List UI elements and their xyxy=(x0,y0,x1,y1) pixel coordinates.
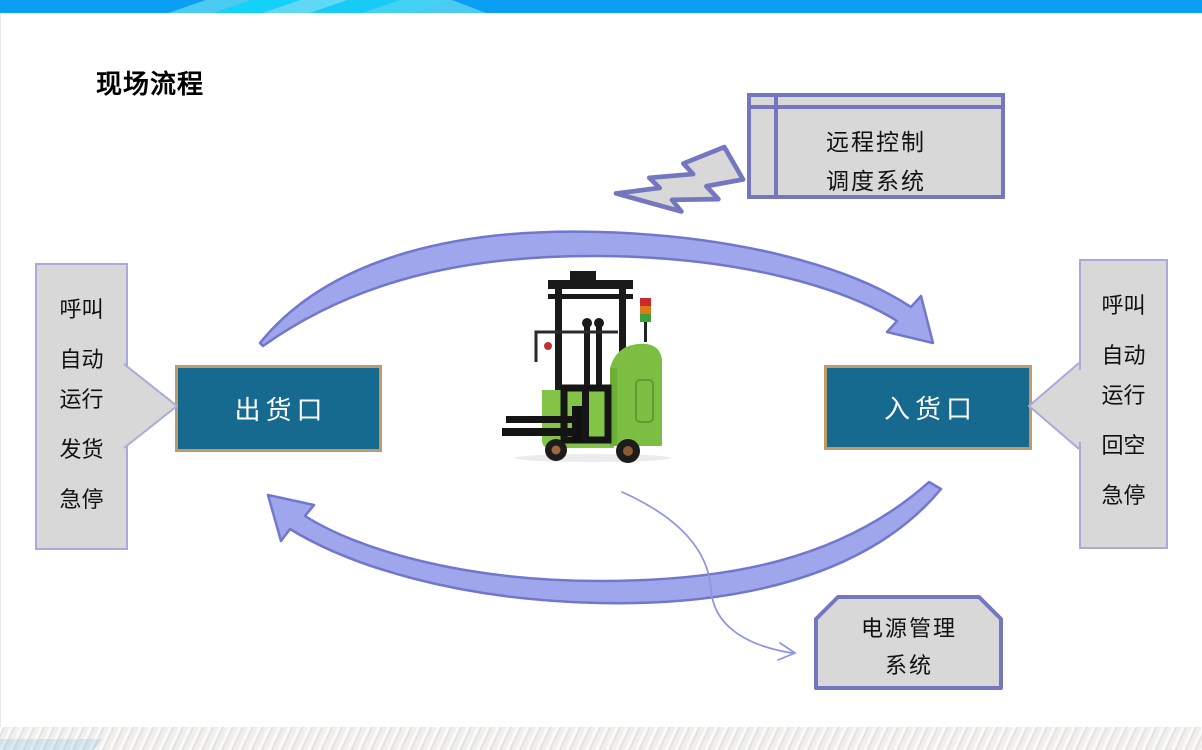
header-accent-bar xyxy=(0,0,1202,13)
right-callout-arrowhead xyxy=(1028,362,1081,450)
outbound-port-label: 出货口 xyxy=(234,396,328,425)
footer-accent-sliver xyxy=(0,739,103,750)
remote-system-box: 远程控制 调度系统 xyxy=(747,93,1005,199)
remote-box-label: 远程控制 调度系统 xyxy=(751,97,1001,195)
power-box-label-line2: 系统 xyxy=(884,653,933,678)
left-callout-arrowhead xyxy=(122,363,178,449)
right-callout-line: 呼叫 xyxy=(1101,293,1146,318)
forklift-wheels xyxy=(545,439,640,463)
left-callout-line: 运行 xyxy=(59,387,104,412)
power-connector-arrow xyxy=(621,491,797,661)
inbound-port-box: 入货口 xyxy=(824,365,1032,450)
footer-texture-strip xyxy=(0,727,1202,750)
forklift-guard-rail xyxy=(534,330,618,362)
power-box-label-line1: 电源管理 xyxy=(860,616,957,641)
header-accent-chevrons xyxy=(168,0,486,13)
left-callout-line: 呼叫 xyxy=(59,297,104,322)
forklift-shadow xyxy=(515,454,670,462)
left-callout-panel: 呼叫 自动 运行 发货 急停 xyxy=(35,263,128,550)
remote-box-left-divider xyxy=(774,97,778,195)
lightning-bolt-icon xyxy=(613,144,746,214)
agv-forklift-image xyxy=(502,271,670,463)
left-callout-line: 自动 xyxy=(59,347,104,372)
left-callout-line: 急停 xyxy=(59,487,104,512)
left-callout-line: 发货 xyxy=(59,437,104,462)
forklift-carriage xyxy=(560,384,612,444)
right-callout-panel: 呼叫 自动 运行 回空 急停 xyxy=(1079,259,1168,549)
right-callout-line: 自动 xyxy=(1101,343,1146,368)
cycle-arrow-bottom xyxy=(266,480,943,605)
right-callout-line: 运行 xyxy=(1101,383,1146,408)
remote-box-header-divider xyxy=(751,105,1001,109)
signal-tower-icon xyxy=(640,298,651,342)
outbound-port-box: 出货口 xyxy=(175,365,382,452)
right-callout-line: 回空 xyxy=(1101,433,1146,458)
forklift-emergency-knob xyxy=(544,342,552,350)
remote-box-label-line2: 调度系统 xyxy=(826,169,926,194)
page-title: 现场流程 xyxy=(96,69,205,99)
power-box-label: 电源管理 系统 xyxy=(814,595,1004,690)
right-callout-line: 急停 xyxy=(1101,483,1146,508)
forklift-forks xyxy=(502,416,576,436)
remote-box-label-line1: 远程控制 xyxy=(826,130,926,155)
inbound-port-label: 入货口 xyxy=(883,395,977,424)
